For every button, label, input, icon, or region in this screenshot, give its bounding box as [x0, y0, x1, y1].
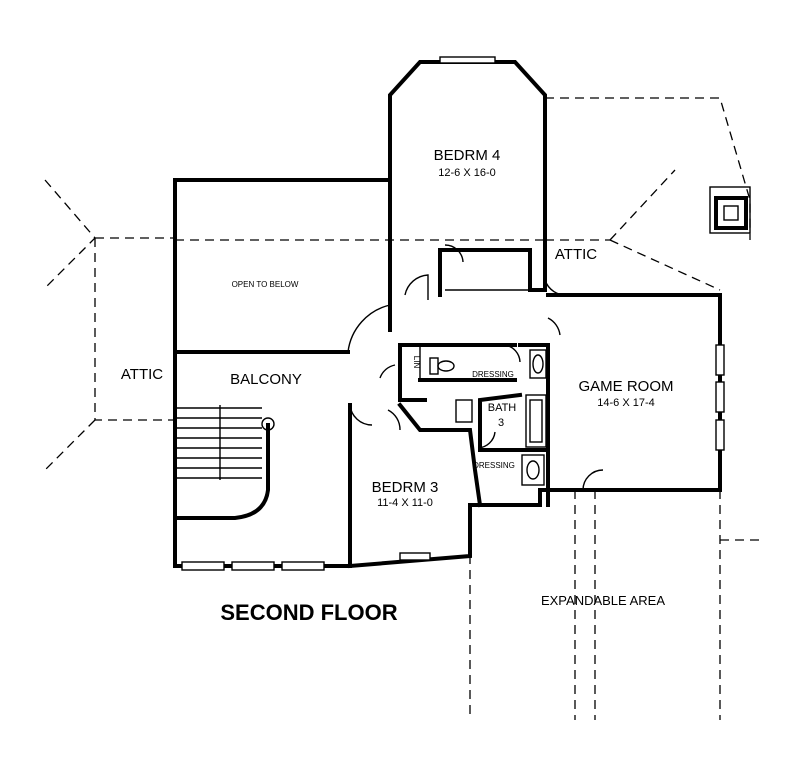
attic-left-label: ATTIC: [121, 366, 163, 383]
chimney: [709, 186, 751, 234]
dressing-upper-label: DRESSING: [472, 370, 514, 379]
expandable-area-label: EXPANDABLE AREA: [541, 593, 665, 608]
bath-fixtures: [429, 349, 547, 486]
attic-right-label: ATTIC: [555, 246, 597, 263]
open-to-below-label: OPEN TO BELOW: [232, 280, 299, 289]
bay-window: [397, 56, 539, 87]
bedrm3-size: 11-4 X 11-0: [377, 497, 433, 509]
linen-label: LIN: [412, 356, 421, 369]
game-room-name: GAME ROOM: [578, 378, 673, 395]
exterior-walls: [173, 60, 722, 569]
bedrm3-name: BEDRM 3: [372, 479, 439, 496]
plan-title: SECOND FLOOR: [220, 600, 397, 625]
windows-bottom: [181, 552, 431, 571]
bedrm4-size: 12-6 X 16-0: [438, 167, 495, 179]
roof-outline-left: [44, 179, 545, 471]
bath3-number: 3: [498, 417, 504, 429]
interior-walls: [173, 248, 550, 508]
staircase: [175, 405, 275, 520]
game-room-size: 14-6 X 17-4: [597, 397, 654, 409]
balcony-label: BALCONY: [230, 371, 302, 388]
bath3-name: BATH: [488, 402, 517, 414]
doors: [349, 244, 604, 491]
bedrm4-name: BEDRM 4: [434, 147, 501, 164]
dressing-lower-label: DRESSING: [473, 461, 515, 470]
windows-right: [715, 344, 725, 451]
